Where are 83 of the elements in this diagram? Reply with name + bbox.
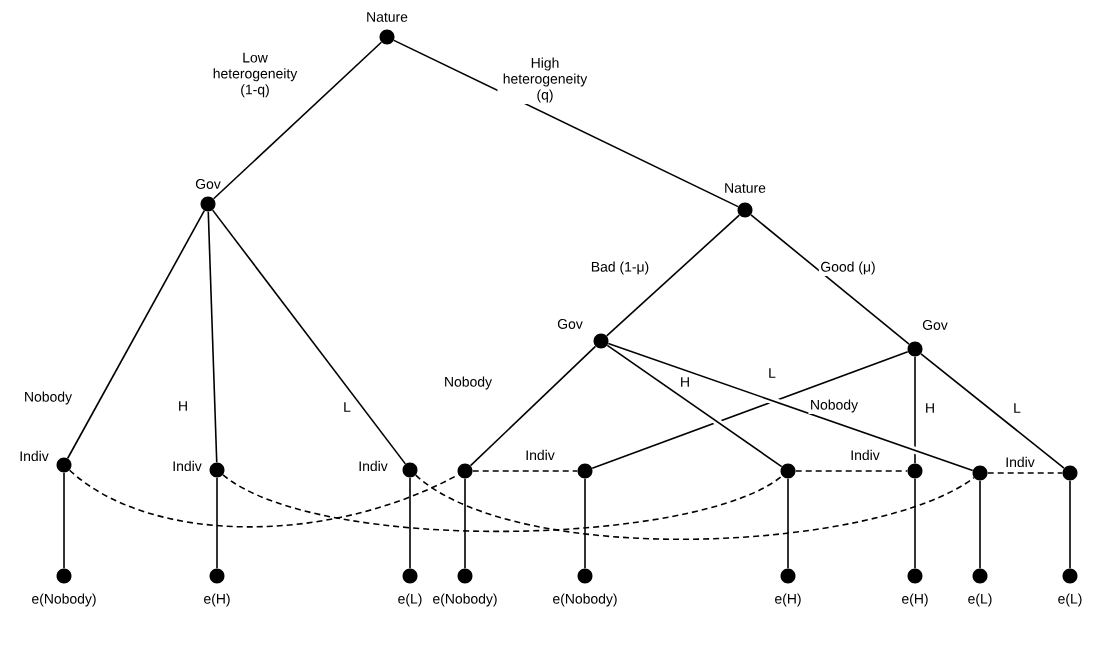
node-label: e(L) [968,593,992,607]
game-node [577,568,593,584]
edge-label: Indiv [1003,455,1037,469]
branch-line [607,342,974,472]
branch-line [787,477,789,570]
node-label: e(Nobody) [32,593,96,607]
game-node [379,29,395,45]
game-node [1062,465,1078,481]
edge-label: L [1011,401,1023,415]
game-node [780,463,796,479]
branch-line [66,209,206,460]
branch-line [212,41,383,200]
branch-line [216,476,218,570]
information-set-line [414,474,975,540]
branch-line [979,479,981,570]
node-label: e(H) [204,593,230,607]
node-label: e(H) [775,593,801,607]
branch-line [920,353,1065,469]
game-node [907,463,923,479]
node-label: Indiv [20,450,49,462]
game-node [972,465,988,481]
branch-line [393,39,739,208]
branch-line [591,350,909,470]
edge-label: Bad (1-μ) [589,260,651,276]
game-node [780,568,796,584]
edge-label: Nobody [442,375,494,391]
branch-line [750,214,910,345]
edge-label: Indiv [848,448,882,462]
branch-line [584,477,586,570]
node-label: Nature [725,183,766,193]
information-set-line [471,470,579,472]
game-node [56,568,72,584]
edge-label: Indiv [523,448,557,462]
branch-line [207,210,218,464]
edge-label: High heterogeneity (q) [497,56,593,104]
node-label: e(L) [398,593,422,607]
game-node [457,568,473,584]
edge-label: Nobody [808,398,860,414]
node-label: Indiv [359,460,388,472]
game-node [457,463,473,479]
branch-line [1069,479,1071,570]
game-node [209,568,225,584]
node-label: Gov [922,320,948,330]
game-node [56,457,72,473]
node-label: e(Nobody) [553,593,617,607]
node-label: Gov [557,319,583,329]
node-label: e(Nobody) [433,593,497,607]
game-node [1062,568,1078,584]
game-node [593,333,609,349]
game-node [402,462,418,478]
branch-line [409,476,411,570]
edge-label: Good (μ) [818,260,878,276]
edge-label: L [341,400,353,414]
edge-label: L [766,366,778,380]
branch-line [464,477,466,570]
branch-line [605,214,741,337]
information-set-line [222,474,783,533]
information-set-line [794,470,909,472]
edge-label: H [923,401,937,415]
branch-line [469,345,597,467]
node-label: Indiv [173,460,202,472]
game-node [907,341,923,357]
node-label: e(L) [1058,593,1082,607]
branch-line [914,355,916,465]
branch-line [914,477,916,570]
game-node [200,196,216,212]
game-node [737,202,753,218]
node-label: e(H) [902,593,928,607]
branch-line [211,209,407,465]
game-node [907,568,923,584]
game-node [972,568,988,584]
edge-label: Low heterogeneity (1-q) [207,51,303,99]
edge-label: H [176,399,190,413]
information-set-line [986,472,1064,474]
edge-label: Nobody [22,390,74,406]
game-node [402,568,418,584]
game-node [209,462,225,478]
branch-line [606,344,783,468]
node-label: Nature [367,12,408,22]
game-node [577,463,593,479]
branch-line [63,471,65,570]
edge-label: H [678,375,692,389]
node-label: Gov [195,179,221,189]
